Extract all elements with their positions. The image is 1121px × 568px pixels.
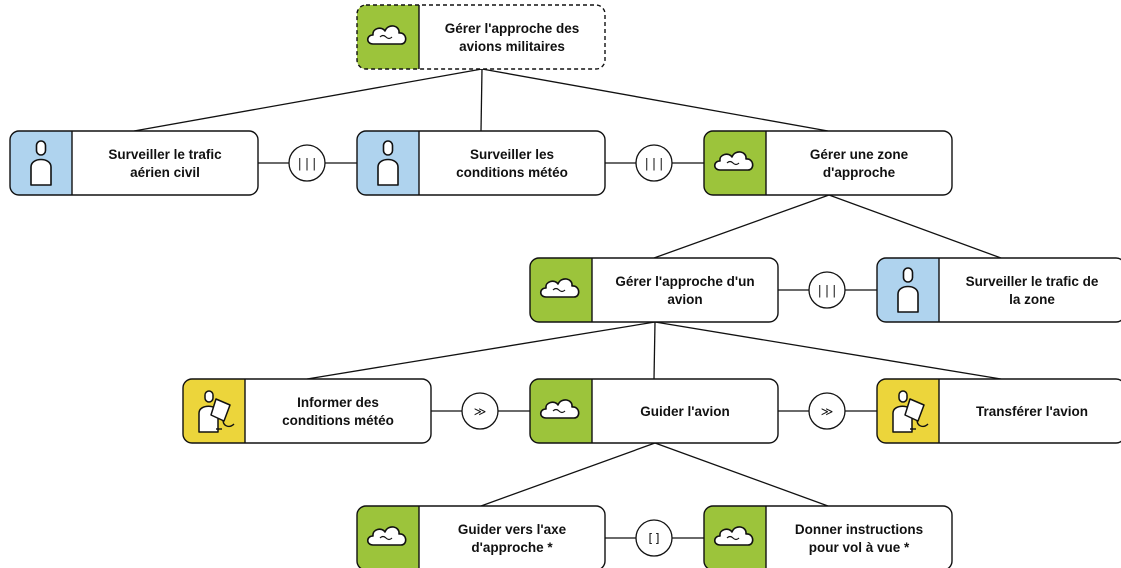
task-box-border	[356, 130, 606, 196]
tree-edge	[653, 194, 830, 259]
operator-node: |||	[288, 144, 326, 182]
task-node: Gérer une zone d'approche	[703, 130, 953, 196]
task-label: avion	[667, 292, 702, 307]
operator-node: |||	[808, 271, 846, 309]
task-label: d'approche	[823, 165, 896, 180]
task-node: Informer des conditions météo	[182, 378, 432, 444]
operator-links	[258, 162, 877, 539]
tree-edge	[481, 68, 829, 132]
task-node: Guider vers l'axe d'approche *	[356, 505, 606, 568]
tree-edge	[133, 68, 483, 132]
tree-edge	[653, 321, 656, 380]
tasks: Gérer l'approche des avions militairesSur…	[9, 4, 1121, 568]
task-node: Surveiller les conditions météo	[356, 130, 606, 196]
operator-circle	[808, 392, 846, 430]
operator-label: |||	[816, 284, 838, 298]
task-label: avions militaires	[459, 39, 565, 54]
task-box-border	[876, 257, 1121, 323]
tree-edge	[654, 442, 829, 507]
task-node: Guider l'avion	[529, 378, 779, 444]
task-node: Surveiller le trafic de la zone	[876, 257, 1121, 323]
operator-label: |||	[643, 157, 665, 171]
task-label: conditions météo	[282, 413, 394, 428]
tree-edge	[480, 68, 483, 132]
task-node: Transférer l'avion	[876, 378, 1121, 444]
task-box-border	[9, 130, 259, 196]
operator-node: []	[635, 519, 673, 557]
task-label: Gérer l'approche des	[445, 21, 580, 36]
task-label: Informer des	[297, 395, 379, 410]
task-node: Gérer l'approche des avions militaires	[356, 4, 606, 70]
user-icon	[897, 267, 919, 313]
task-label: conditions météo	[456, 165, 568, 180]
task-label: Transférer l'avion	[976, 404, 1088, 419]
edges	[133, 68, 1002, 507]
interaction-icon	[198, 390, 235, 433]
task-node: Gérer l'approche d'un avion	[529, 257, 779, 323]
operator-circle	[461, 392, 499, 430]
interaction-icon	[892, 390, 929, 433]
task-box-border	[356, 505, 606, 568]
task-label: Surveiller les	[470, 147, 554, 162]
cloud-icon	[713, 526, 754, 546]
operator-node: |||	[635, 144, 673, 182]
operator-circle	[635, 519, 673, 557]
operator-circle	[288, 144, 326, 182]
task-box-border	[182, 378, 432, 444]
cloud-icon	[366, 526, 407, 546]
task-label: la zone	[1009, 292, 1055, 307]
task-label: Surveiller le trafic	[108, 147, 222, 162]
tree-edge	[306, 321, 656, 380]
task-box-border	[876, 378, 1121, 444]
task-label: d'approche *	[471, 540, 553, 555]
task-label: Surveiller le trafic de	[966, 274, 1099, 289]
cloud-icon	[366, 25, 407, 45]
task-node: Donner instructions pour vol à vue *	[703, 505, 953, 568]
operator-label: ≫	[474, 405, 487, 419]
task-box-border	[703, 130, 953, 196]
task-label: Guider vers l'axe	[458, 522, 567, 537]
tree-edge	[654, 321, 1002, 380]
cloud-icon	[539, 278, 580, 298]
operator-label: |||	[296, 157, 318, 171]
operator-node: ≫	[808, 392, 846, 430]
task-label: Donner instructions	[795, 522, 923, 537]
task-label: Guider l'avion	[640, 404, 729, 419]
task-label: aérien civil	[130, 165, 200, 180]
operator-circle	[635, 144, 673, 182]
user-icon	[377, 140, 399, 186]
operator-label: []	[647, 532, 661, 546]
task-label: pour vol à vue *	[809, 540, 910, 555]
task-node: Surveiller le trafic aérien civil	[9, 130, 259, 196]
task-box-border	[356, 4, 606, 70]
operator-node: ≫	[461, 392, 499, 430]
user-icon	[30, 140, 52, 186]
task-label: Gérer l'approche d'un	[615, 274, 754, 289]
operator-label: ≫	[821, 405, 834, 419]
task-label: Gérer une zone	[810, 147, 909, 162]
cloud-icon	[539, 399, 580, 419]
tree-edge	[828, 194, 1002, 259]
task-box-border	[529, 257, 779, 323]
task-box-border	[703, 505, 953, 568]
tree-edge	[480, 442, 656, 507]
task-box-border	[529, 378, 779, 444]
cloud-icon	[713, 151, 754, 171]
operators: ||| ||| ||| ≫ ≫ []	[288, 144, 846, 557]
operator-circle	[808, 271, 846, 309]
